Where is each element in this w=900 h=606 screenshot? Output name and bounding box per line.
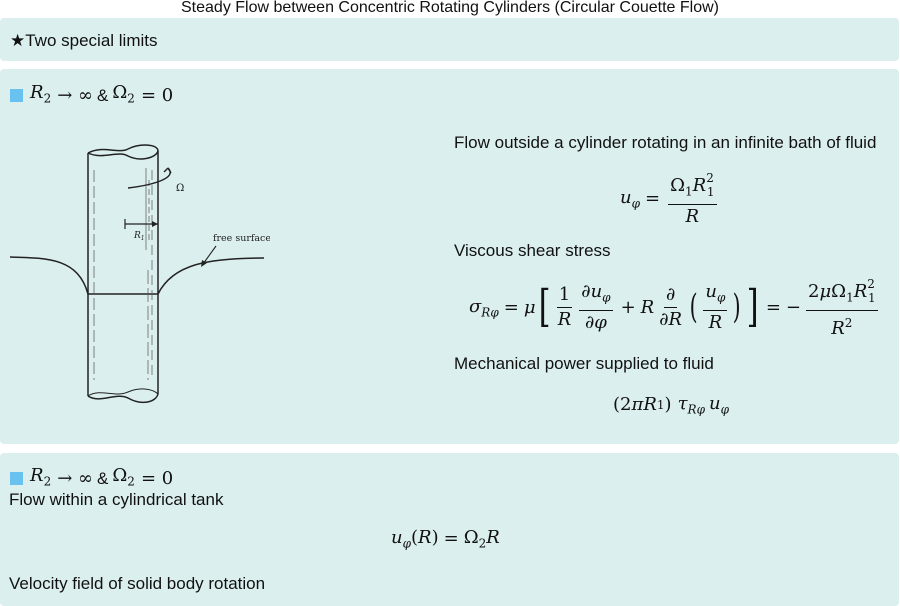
limit-condition: R2 → ∞ & Ω2 = 0 xyxy=(10,83,173,109)
bullet-square-icon xyxy=(10,89,23,103)
limit-panel-outer-flow: R2 → ∞ & Ω2 = 0 Flow outside a cylinder … xyxy=(0,69,899,444)
page-title: Steady Flow between Concentric Rotating … xyxy=(181,0,719,16)
heading-panel: ★Two special limits xyxy=(0,18,899,61)
omega-label: Ω xyxy=(176,183,184,194)
description-outer-flow: Flow outside a cylinder rotating in an i… xyxy=(454,133,877,152)
description-shear-stress: Viscous shear stress xyxy=(454,241,611,260)
velocity-equation: uφ = Ω1R21 R xyxy=(620,171,717,227)
radius-label: R1 xyxy=(133,231,145,242)
limit-condition: R2 → ∞ & Ω2 = 0 xyxy=(10,466,173,492)
description-tank-flow: Flow within a cylindrical tank xyxy=(9,490,224,509)
limit-panel-tank-flow: R2 → ∞ & Ω2 = 0 Flow within a cylindrica… xyxy=(0,453,899,606)
rotating-cylinder-figure: Ω R1 free surface xyxy=(9,144,270,404)
description-solid-body: Velocity field of solid body rotation xyxy=(9,574,266,593)
solid-body-velocity-equation: uφ(R) = Ω2R xyxy=(391,527,500,551)
section-heading: ★Two special limits xyxy=(10,31,158,50)
bullet-square-icon xyxy=(10,472,23,486)
description-power: Mechanical power supplied to fluid xyxy=(454,354,714,373)
free-surface-label: free surface xyxy=(213,233,270,244)
